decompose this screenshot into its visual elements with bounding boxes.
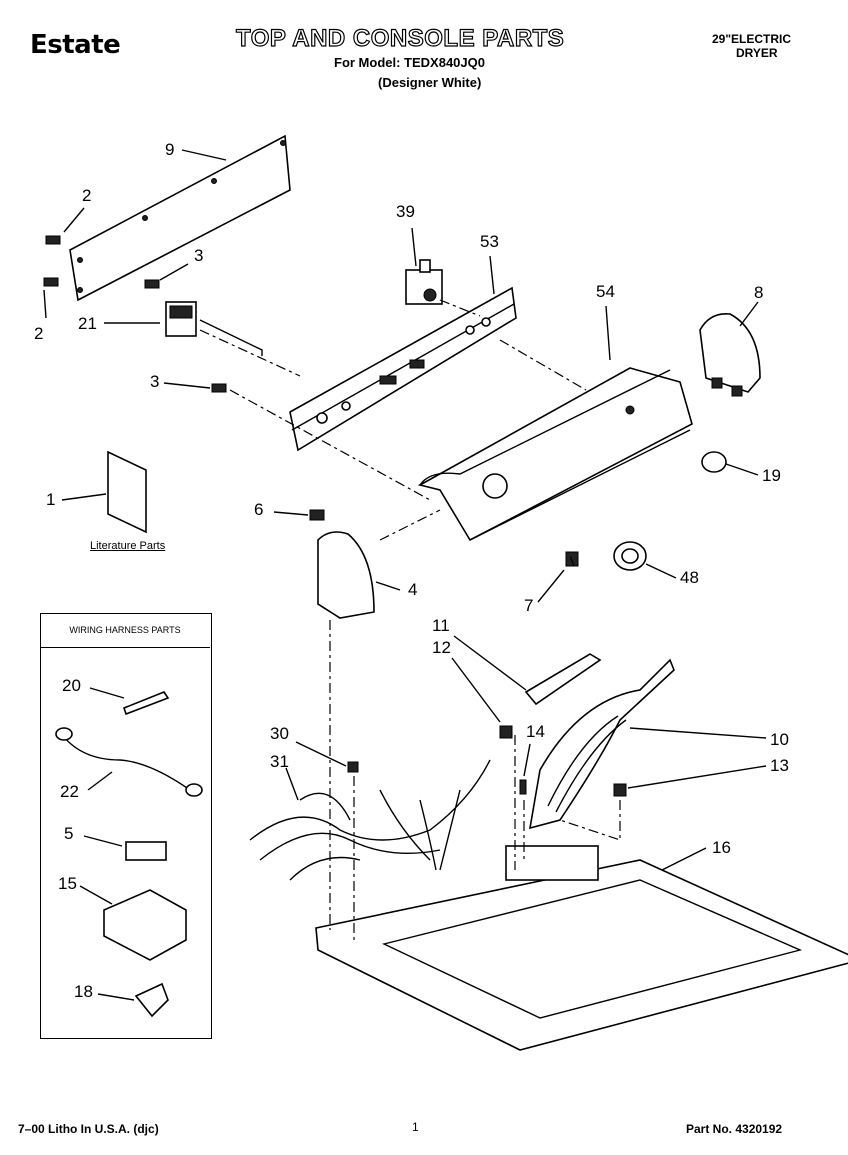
callout-10: 10: [770, 730, 789, 749]
literature-parts-label: Literature Parts: [90, 540, 166, 552]
callout-13: 13: [770, 756, 789, 775]
callout-54: 54: [596, 282, 615, 301]
callout-22: 22: [60, 782, 79, 801]
callout-9: 9: [165, 140, 175, 159]
callout-20: 20: [62, 676, 81, 695]
part-31-wire-harness: [249, 759, 491, 841]
part-7-screw: [565, 551, 579, 567]
part-5-connector: [125, 841, 167, 861]
callout-4: 4: [408, 580, 418, 599]
part-18-clip: [134, 982, 169, 1018]
part-13-screw: [613, 783, 627, 797]
callout-3-upper: 3: [194, 246, 204, 265]
callout-5: 5: [64, 824, 74, 843]
callout-18: 18: [74, 982, 93, 1001]
callout-12: 12: [432, 638, 451, 657]
part-11-grille: [524, 653, 602, 706]
part-2-screw-lower: [43, 277, 59, 287]
part-16-top-panel: [315, 859, 848, 1051]
part-8-end-cap-right: [699, 313, 761, 393]
callout-11: 11: [432, 616, 450, 635]
part-12-screw: [499, 725, 513, 739]
callout-30: 30: [270, 724, 289, 743]
part-15-block: [103, 889, 187, 961]
variant-line: (Designer White): [378, 75, 482, 90]
part-22-jumper: [59, 731, 191, 791]
wiring-harness-box: [40, 613, 212, 1039]
callout-1: 1: [46, 490, 56, 509]
part-53-console-panel: [289, 286, 517, 452]
part-9-rear-bracket: [69, 134, 291, 302]
part-10-lint-screen: [528, 658, 675, 830]
callout-3-lower: 3: [150, 372, 160, 391]
callout-2-lower: 2: [34, 324, 44, 343]
callout-2-upper: 2: [82, 186, 92, 205]
part-30-clip: [347, 761, 359, 773]
footer-part-number: Part No. 4320192: [686, 1122, 783, 1136]
part-2-screw-upper: [45, 235, 61, 245]
footer-page-number: 1: [412, 1120, 419, 1134]
callout-31: 31: [270, 752, 289, 771]
part-14-pin: [519, 779, 527, 795]
callout-15: 15: [58, 874, 77, 893]
callout-6: 6: [254, 500, 264, 519]
callout-53: 53: [480, 232, 499, 251]
callout-39: 39: [396, 202, 415, 221]
part-20-terminal: [123, 691, 170, 716]
part-3-screw-lower: [211, 383, 227, 393]
callout-48: 48: [680, 568, 699, 587]
part-39-switch: [405, 269, 443, 305]
footer-litho: 7–00 Litho In U.S.A. (djc): [18, 1122, 159, 1136]
part-4-end-cap-left: [317, 531, 375, 619]
brand-logo: Estate: [30, 30, 121, 60]
callout-8: 8: [754, 283, 764, 302]
product-type-line1: 29"ELECTRIC: [712, 32, 792, 46]
wiring-harness-title: WIRING HARNESS PARTS: [40, 613, 210, 648]
page-title: TOP AND CONSOLE PARTS: [235, 24, 565, 52]
callout-7: 7: [524, 596, 534, 615]
callout-19: 19: [762, 466, 781, 485]
callout-21: 21: [78, 314, 97, 333]
part-6-screw: [309, 509, 325, 521]
callout-14: 14: [526, 722, 545, 741]
product-type-line2: DRYER: [736, 46, 778, 60]
callout-16: 16: [712, 838, 731, 857]
part-54-console: [417, 367, 693, 542]
part-3-screw-upper: [144, 279, 160, 289]
model-line: For Model: TEDX840JQ0: [334, 55, 485, 70]
part-1-literature: [107, 450, 147, 534]
part-19-knob: [701, 451, 727, 473]
